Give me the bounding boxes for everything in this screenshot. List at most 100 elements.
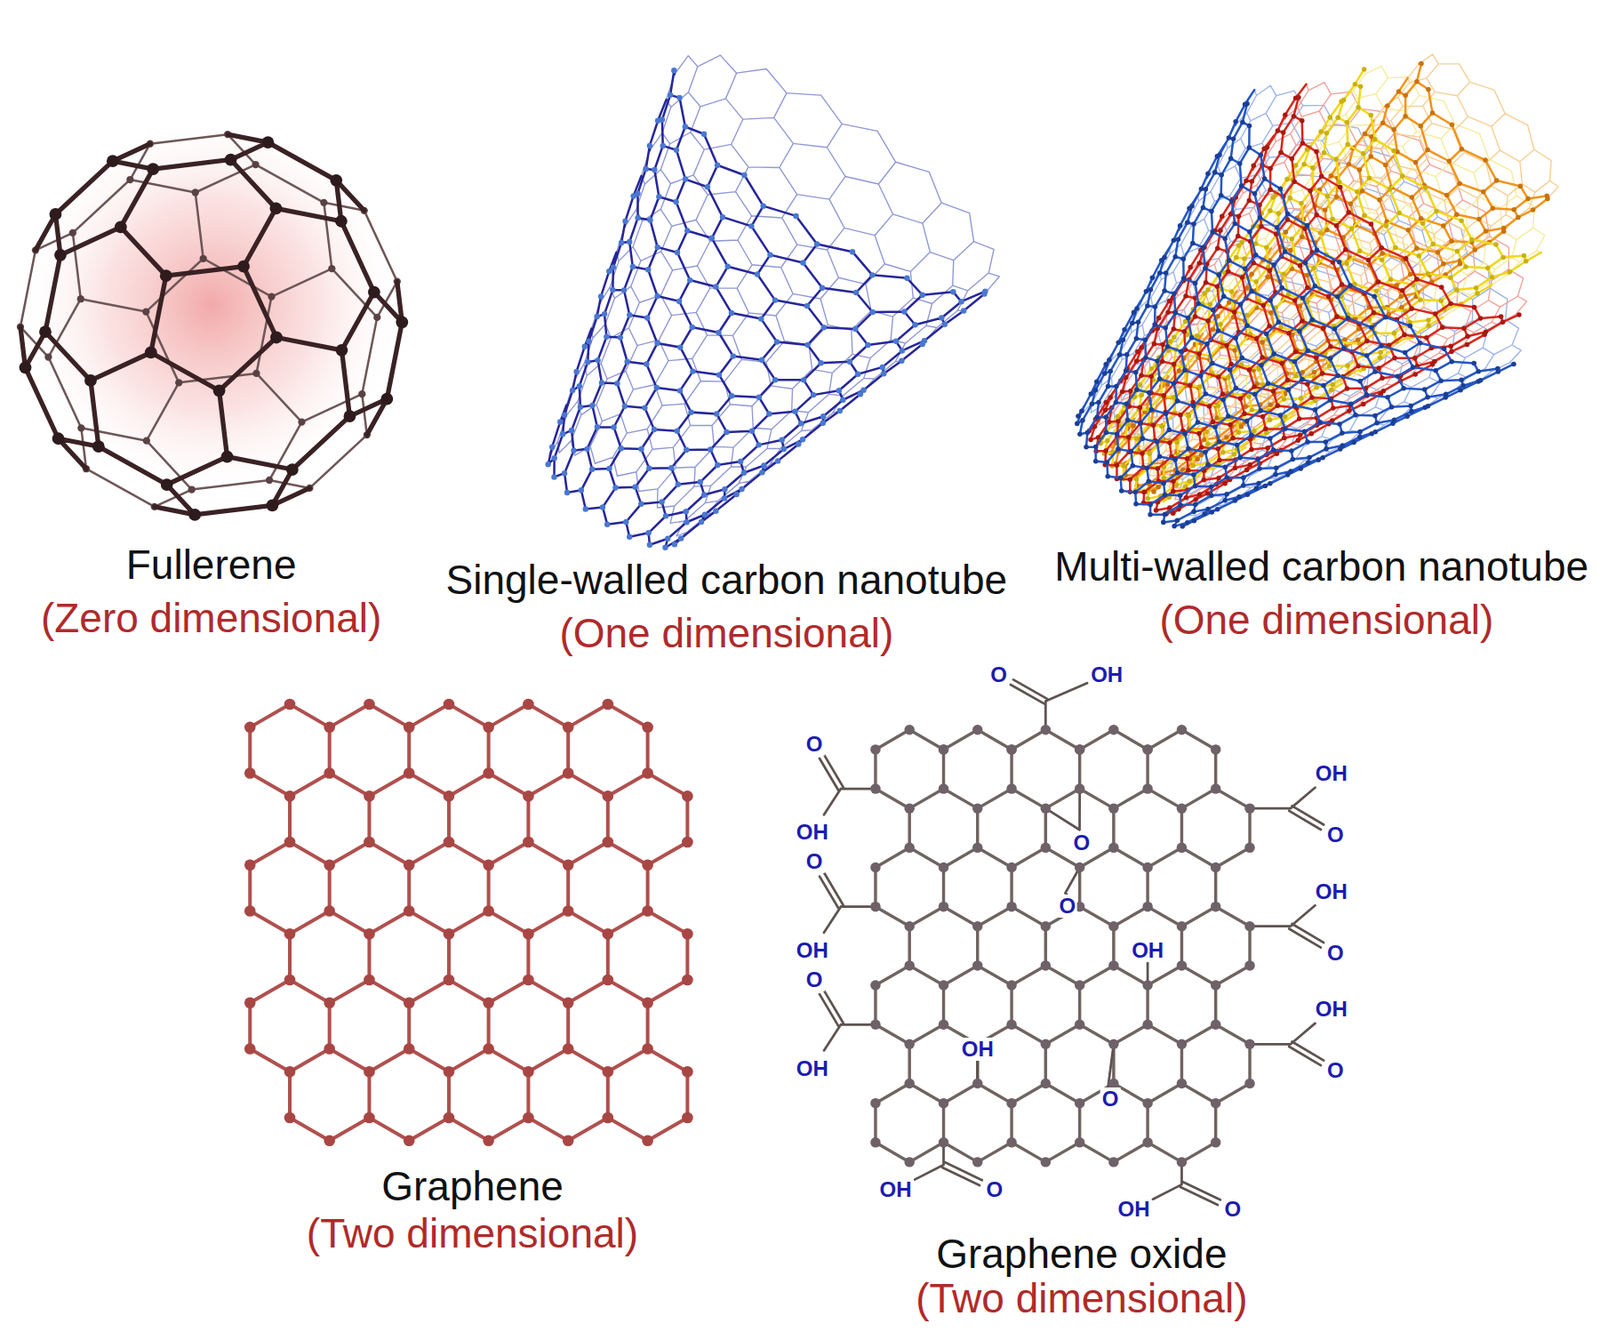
atom	[1040, 960, 1051, 970]
atom	[1261, 303, 1267, 309]
atom	[1336, 259, 1343, 265]
atom	[265, 476, 273, 484]
atom	[1190, 240, 1196, 247]
atom	[1313, 384, 1320, 391]
atom	[1175, 470, 1181, 476]
atom	[1157, 454, 1163, 460]
dimension-label: (One dimensional)	[559, 611, 894, 655]
atom	[1231, 136, 1237, 142]
atom	[1144, 303, 1151, 309]
bond	[249, 704, 688, 1141]
atom	[1279, 360, 1285, 367]
atom	[723, 429, 729, 435]
atom	[972, 960, 983, 970]
atom	[1448, 359, 1455, 365]
atom	[1328, 173, 1335, 179]
atom	[1217, 321, 1224, 328]
atom	[1160, 342, 1166, 348]
atom	[1494, 177, 1500, 184]
atom	[1232, 464, 1239, 471]
atom	[1216, 374, 1222, 380]
atom	[1424, 394, 1431, 400]
atom	[1089, 401, 1096, 408]
atom	[1180, 523, 1186, 529]
atom	[1267, 416, 1273, 423]
atom	[1242, 266, 1248, 272]
atom	[1123, 375, 1129, 381]
atom	[1454, 287, 1460, 293]
atom	[1288, 248, 1294, 254]
atom	[1271, 447, 1277, 453]
atom	[1108, 724, 1119, 735]
atom	[1282, 426, 1288, 432]
atom	[675, 481, 681, 488]
back-bond	[550, 55, 1000, 544]
atom	[1185, 446, 1192, 452]
atom	[1380, 120, 1386, 127]
atom	[677, 344, 683, 350]
atom	[1262, 176, 1268, 182]
atom	[323, 1134, 336, 1146]
atom	[1226, 135, 1232, 141]
atom	[715, 329, 721, 336]
atom	[725, 264, 731, 270]
atom	[1074, 744, 1085, 754]
atom	[1293, 162, 1299, 168]
atom	[1417, 296, 1424, 303]
atom	[1418, 216, 1424, 222]
atom	[1253, 279, 1259, 285]
atom	[1227, 367, 1233, 373]
atom	[146, 162, 160, 176]
atom	[1232, 451, 1238, 457]
atom	[1351, 440, 1357, 446]
atoms	[244, 698, 694, 1146]
atom	[1104, 438, 1111, 444]
atom	[336, 344, 349, 357]
atom	[200, 255, 208, 263]
atom	[1040, 1078, 1051, 1088]
atom	[1364, 352, 1370, 359]
atom	[344, 409, 357, 423]
atom	[1376, 365, 1382, 371]
atom	[560, 431, 566, 437]
atom	[1006, 1019, 1016, 1030]
atom	[1200, 477, 1207, 483]
atom	[1103, 448, 1109, 454]
atom	[1328, 397, 1334, 403]
atom	[522, 1112, 535, 1124]
atom	[284, 1065, 296, 1078]
dimension-label: (One dimensional)	[1159, 598, 1494, 641]
atom	[821, 324, 827, 330]
atom	[244, 996, 256, 1008]
atom	[1332, 326, 1338, 332]
atom	[681, 1065, 694, 1078]
atom	[1105, 384, 1112, 390]
atom	[1201, 511, 1208, 517]
caption: Graphene	[381, 1164, 564, 1208]
atom	[1507, 269, 1513, 275]
atom	[1113, 384, 1120, 390]
atom	[1523, 258, 1529, 264]
atom	[1134, 435, 1140, 441]
atom	[1177, 502, 1184, 508]
atom	[1298, 395, 1304, 401]
atom	[651, 426, 657, 432]
atom	[1297, 432, 1304, 438]
atom	[44, 352, 52, 360]
atom	[1267, 208, 1273, 214]
atom	[1124, 400, 1130, 407]
atom	[1156, 315, 1162, 321]
atom	[904, 275, 910, 281]
single-walled-nanotube	[544, 55, 1000, 551]
atom	[1130, 463, 1136, 469]
atom	[1280, 271, 1287, 277]
atom	[562, 721, 575, 734]
atom	[1236, 214, 1242, 220]
atom	[1130, 423, 1136, 429]
atom	[54, 248, 67, 262]
atom	[1146, 390, 1152, 396]
atom	[1334, 223, 1340, 229]
atom	[1417, 340, 1424, 346]
atom	[870, 744, 880, 754]
atom	[1361, 213, 1368, 219]
